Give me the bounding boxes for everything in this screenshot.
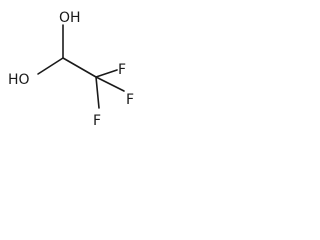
bond-c1-o-left <box>37 57 64 75</box>
bond-c2-f-right <box>95 76 125 92</box>
atom-label-oh-top: OH <box>59 10 81 26</box>
atom-label-f-right: F <box>126 92 134 108</box>
bond-c2-f-upper <box>95 69 118 78</box>
bond-c2-f-bottom <box>95 76 100 109</box>
atom-label-f-upper: F <box>118 62 126 78</box>
atom-label-f-bottom: F <box>93 113 101 129</box>
structure-diagram: OH HO F F F <box>8 10 134 129</box>
atom-label-ho-left: HO <box>8 72 30 88</box>
bond-c1-c2 <box>62 57 97 78</box>
